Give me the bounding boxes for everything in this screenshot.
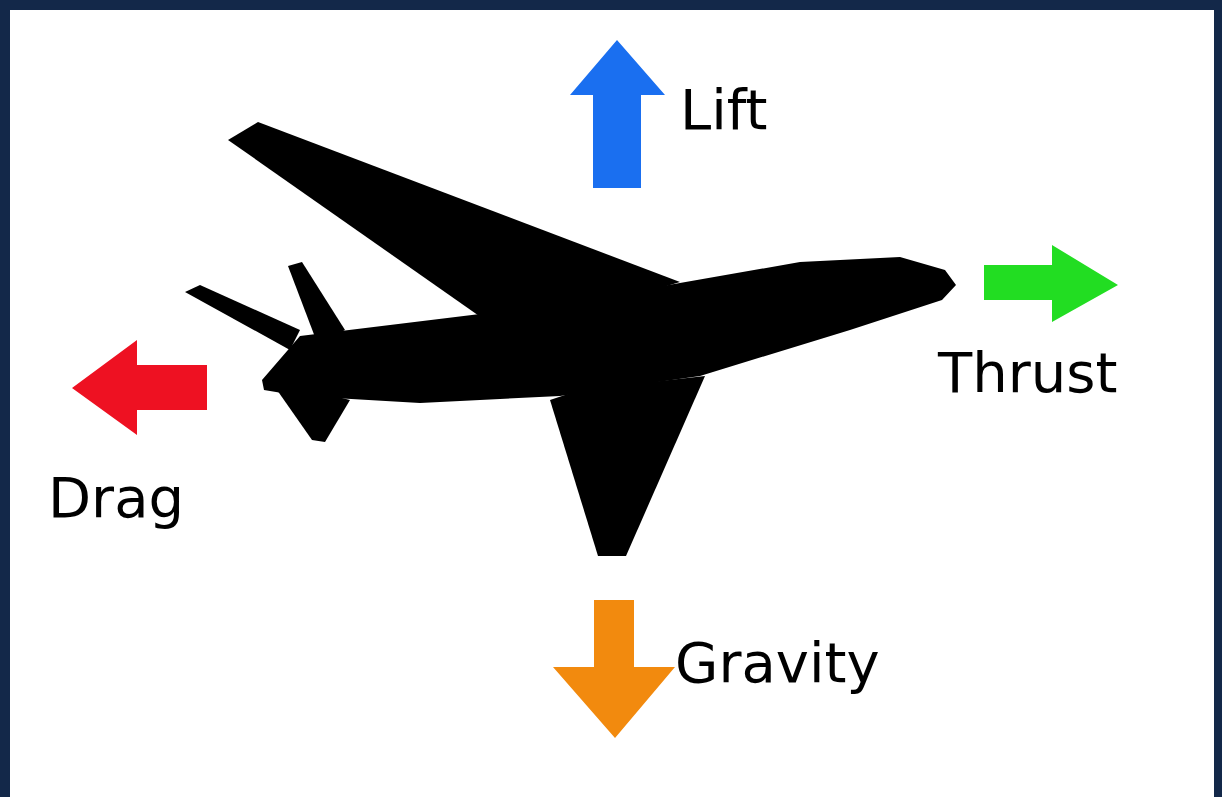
airplane-silhouette bbox=[185, 122, 956, 556]
force-label: Drag bbox=[48, 470, 184, 526]
drag-arrow bbox=[72, 340, 207, 435]
lift-arrow bbox=[570, 40, 665, 188]
force-label: Lift bbox=[680, 82, 767, 138]
diagram-canvas: LiftThrustDragGravity bbox=[10, 10, 1214, 797]
gravity-arrow bbox=[553, 600, 675, 738]
force-label: Thrust bbox=[938, 345, 1117, 401]
airplane-illustration bbox=[10, 10, 1214, 797]
thrust-arrow bbox=[984, 245, 1118, 322]
force-label: Gravity bbox=[675, 635, 880, 691]
